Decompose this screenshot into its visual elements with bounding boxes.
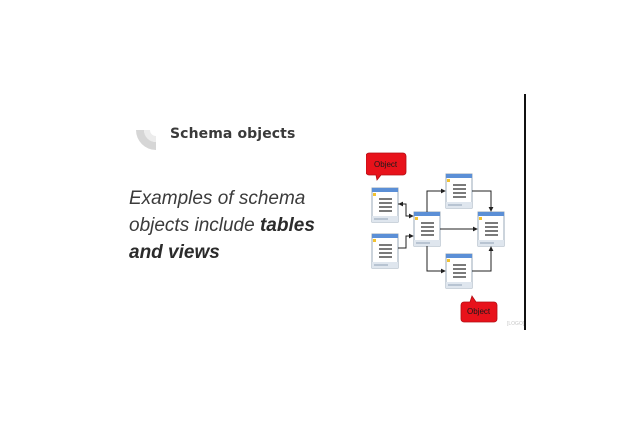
body-line-1-text: Examples of schema [129,188,306,209]
callout-top-label: Object [374,160,398,169]
callout-bottom-label: Object [467,307,491,316]
callout-bottom: Object [460,295,498,323]
table-icon [371,233,399,269]
table-icon [445,253,473,289]
body-line-1: Examples of schema [129,185,339,212]
table-icon [371,187,399,223]
body-line-3-bold: and views [129,242,220,263]
table-icon [477,211,505,247]
quarter-circle-mark-icon [136,130,156,150]
schema-diagram: Object Object [366,152,505,323]
callout-top: Object [366,152,407,181]
slide-body-text: Examples of schema objects include table… [129,185,339,266]
watermark: [LOGO] [507,321,525,327]
slide-title: Schema objects [170,126,296,142]
body-line-2: objects include tables [129,212,339,239]
arrow-icon [398,188,494,274]
body-line-3: and views [129,239,339,266]
body-line-2-text: objects include [129,215,260,236]
table-icon [413,211,441,247]
body-line-2-bold: tables [259,215,315,236]
table-icon [445,173,473,209]
vertical-divider [524,94,526,330]
